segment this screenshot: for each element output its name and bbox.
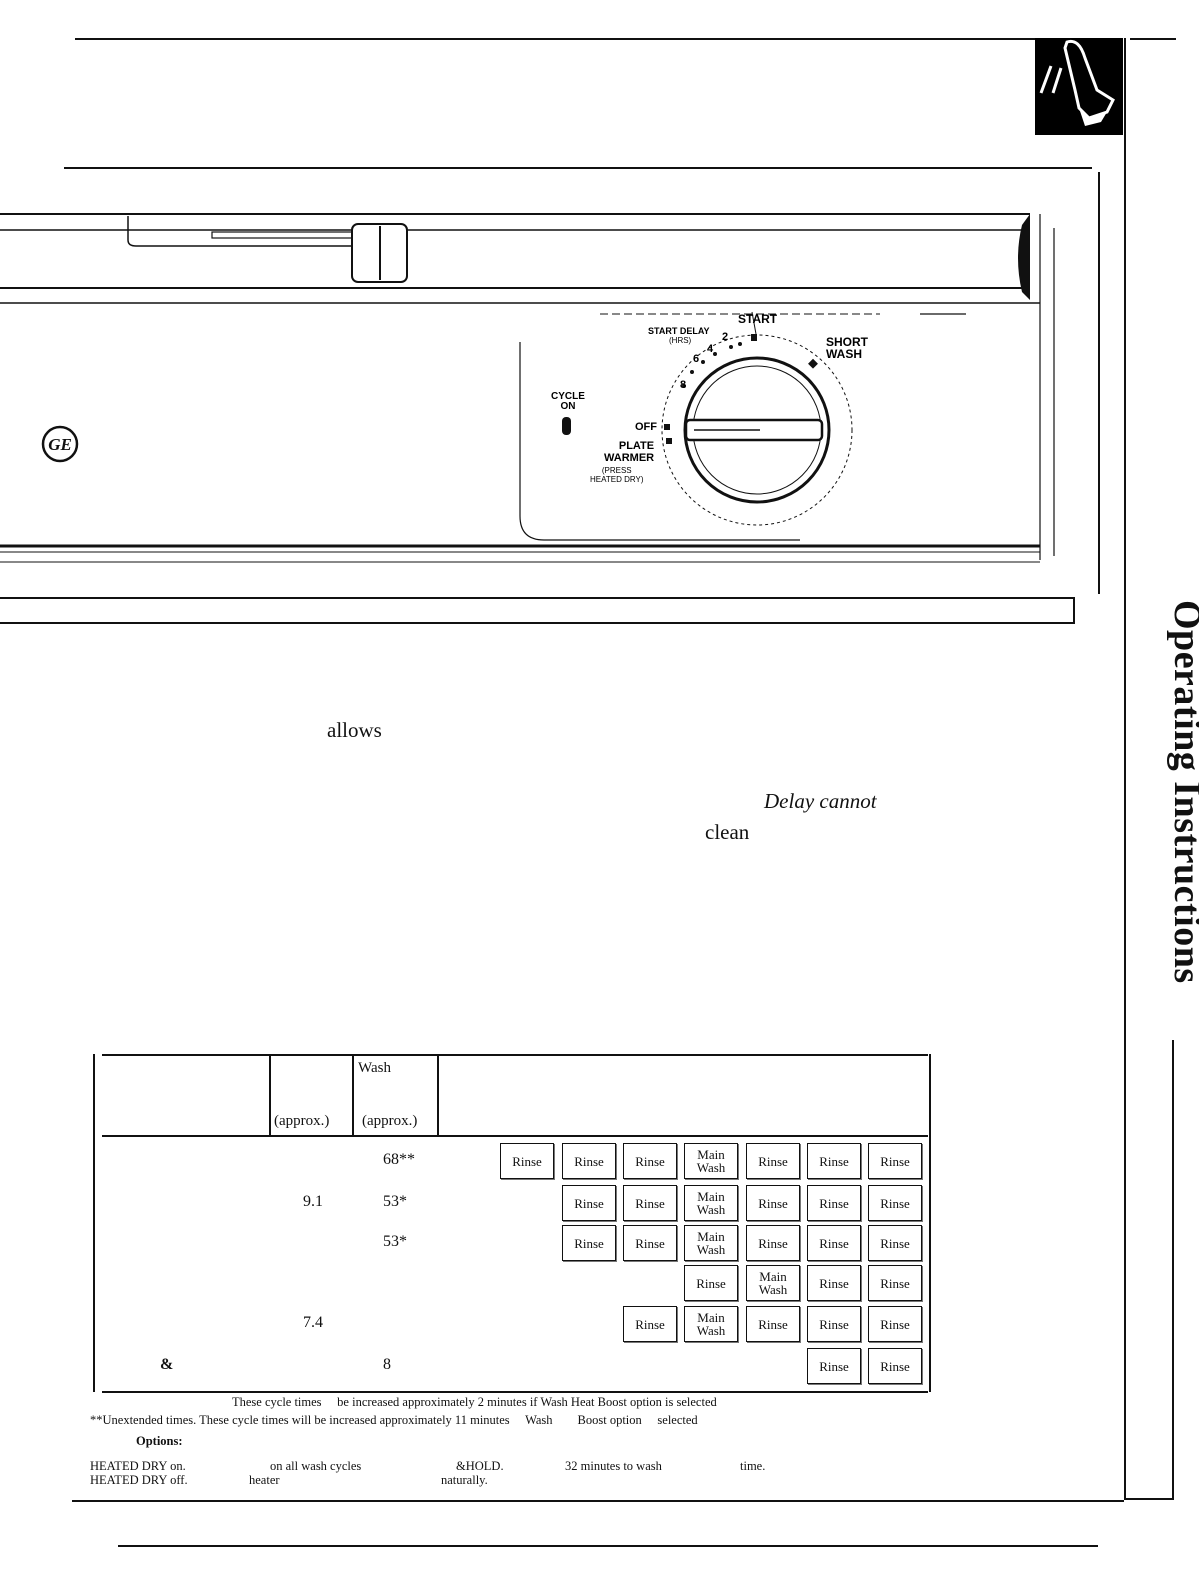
option-heated-dry-on-text-5: time. [740, 1459, 766, 1473]
cycle-step-box: Rinse [807, 1143, 861, 1179]
dial-mark-6: 6 [693, 353, 700, 365]
dial-short-wash-label: SHORT WASH [826, 335, 868, 361]
right-edge [1172, 1040, 1174, 1500]
cycle-step-box: Rinse [562, 1225, 616, 1261]
cycle-step-box: Main Wash [684, 1143, 738, 1179]
option-heated-dry-on: HEATED DRY on. [90, 1459, 186, 1473]
table-cell-time: 53* [383, 1193, 407, 1210]
dial-start-delay-label: START DELAY [648, 326, 710, 336]
cycle-step-box: Rinse [562, 1143, 616, 1179]
table-cell-cycle: & [160, 1356, 174, 1373]
cycle-step-box: Rinse [868, 1225, 922, 1261]
table-cell-water: 9.1 [303, 1193, 323, 1210]
cycle-step-box: Rinse [807, 1185, 861, 1221]
cycle-step-box: Rinse [868, 1265, 922, 1301]
cycle-step-box: Rinse [684, 1265, 738, 1301]
panel-frame-bottom [0, 597, 1075, 599]
cycle-on-label: CYCLE ON [551, 391, 585, 412]
table-col-rule-2 [352, 1054, 354, 1136]
table-left-border [93, 1054, 95, 1392]
dial-plate-warmer-label: PLATE WARMER [604, 440, 655, 464]
cycle-step-box: Rinse [623, 1225, 677, 1261]
svg-text:GE: GE [48, 435, 72, 454]
option-heated-dry-off: HEATED DRY off. [90, 1473, 188, 1487]
cycle-step-box: Rinse [868, 1185, 922, 1221]
table-col-rule-3 [437, 1054, 439, 1136]
table-cell-time: 53* [383, 1233, 407, 1250]
body-text-allows: allows [327, 718, 382, 742]
table-top-rule [102, 1054, 928, 1056]
option-heated-dry-on-text-4: 32 minutes to wash [565, 1459, 662, 1473]
cycle-step-box: Main Wash [684, 1185, 738, 1221]
cycle-step-box: Rinse [623, 1143, 677, 1179]
right-border [1124, 38, 1126, 1500]
option-heated-dry-off-text-3: naturally. [441, 1473, 488, 1487]
cycle-step-box: Rinse [746, 1306, 800, 1342]
dial-hrs-label: (HRS) [669, 336, 692, 345]
page-footer-rule [118, 1545, 1098, 1547]
option-heated-dry-on-text-2: on all wash cycles [270, 1459, 362, 1473]
cycle-step-box: Rinse [807, 1225, 861, 1261]
dial-press-heated-dry-label: (PRESS HEATED DRY) [590, 466, 644, 484]
body-text-clean: clean [705, 820, 750, 844]
page-bottom-rule [72, 1500, 1124, 1502]
ge-logo: GE [40, 424, 80, 464]
control-panel-drawing [0, 213, 1055, 563]
options-label: Options: [136, 1434, 183, 1448]
table-right-border [929, 1054, 931, 1392]
cycle-step-box: Rinse [562, 1185, 616, 1221]
cycle-step-box: Rinse [807, 1306, 861, 1342]
cycle-step-box: Rinse [500, 1143, 554, 1179]
section-title: Operating Instructions [1166, 600, 1199, 984]
table-col-rule-1 [269, 1054, 271, 1136]
table-header-approx-water: (approx.) [274, 1113, 330, 1129]
option-heated-dry-on-text-3: &HOLD. [456, 1459, 504, 1473]
table-cell-water: 7.4 [303, 1314, 323, 1331]
cycle-step-box: Rinse [807, 1348, 861, 1384]
option-heated-dry-off-text-2: heater [249, 1473, 280, 1487]
panel-frame-right [1098, 172, 1100, 594]
hand-press-icon [1035, 38, 1123, 135]
cycle-step-box: Rinse [868, 1306, 922, 1342]
cycle-step-box: Rinse [623, 1185, 677, 1221]
top-rule [75, 38, 1123, 40]
body-text-delay-cannot: Delay cannot [764, 789, 877, 813]
dial-mark-4: 4 [707, 343, 714, 355]
header-bottom-rule [64, 167, 1092, 169]
right-bottom-tick [1124, 1498, 1174, 1500]
footnote-2: **Unextended times. These cycle times wi… [90, 1413, 698, 1427]
cycle-step-box: Rinse [868, 1143, 922, 1179]
table-header-rule [102, 1135, 928, 1137]
cycle-step-box: Rinse [807, 1265, 861, 1301]
dial-mark-2: 2 [722, 331, 729, 343]
dial-start-label: START [738, 312, 778, 326]
dial-mark-8: 8 [680, 379, 687, 391]
table-cell-time: 8 [383, 1356, 391, 1373]
table-cell-time: 68** [383, 1151, 415, 1168]
panel-frame-base [0, 622, 1075, 624]
table-header-approx-time: (approx.) [362, 1113, 418, 1129]
footnote-1: These cycle times be increased approxima… [232, 1395, 717, 1409]
cycle-step-box: Rinse [746, 1225, 800, 1261]
table-bottom-rule [102, 1391, 928, 1393]
table-header-wash: Wash [358, 1060, 391, 1076]
cycle-step-box: Main Wash [746, 1265, 800, 1301]
cycle-step-box: Rinse [623, 1306, 677, 1342]
cycle-step-box: Rinse [746, 1143, 800, 1179]
panel-frame-corner [1073, 597, 1075, 624]
cycle-step-box: Rinse [746, 1185, 800, 1221]
cycle-step-box: Main Wash [684, 1306, 738, 1342]
top-rule-right [1130, 38, 1176, 40]
cycle-step-box: Rinse [868, 1348, 922, 1384]
cycle-step-box: Main Wash [684, 1225, 738, 1261]
dial-off-label: OFF [635, 421, 657, 433]
